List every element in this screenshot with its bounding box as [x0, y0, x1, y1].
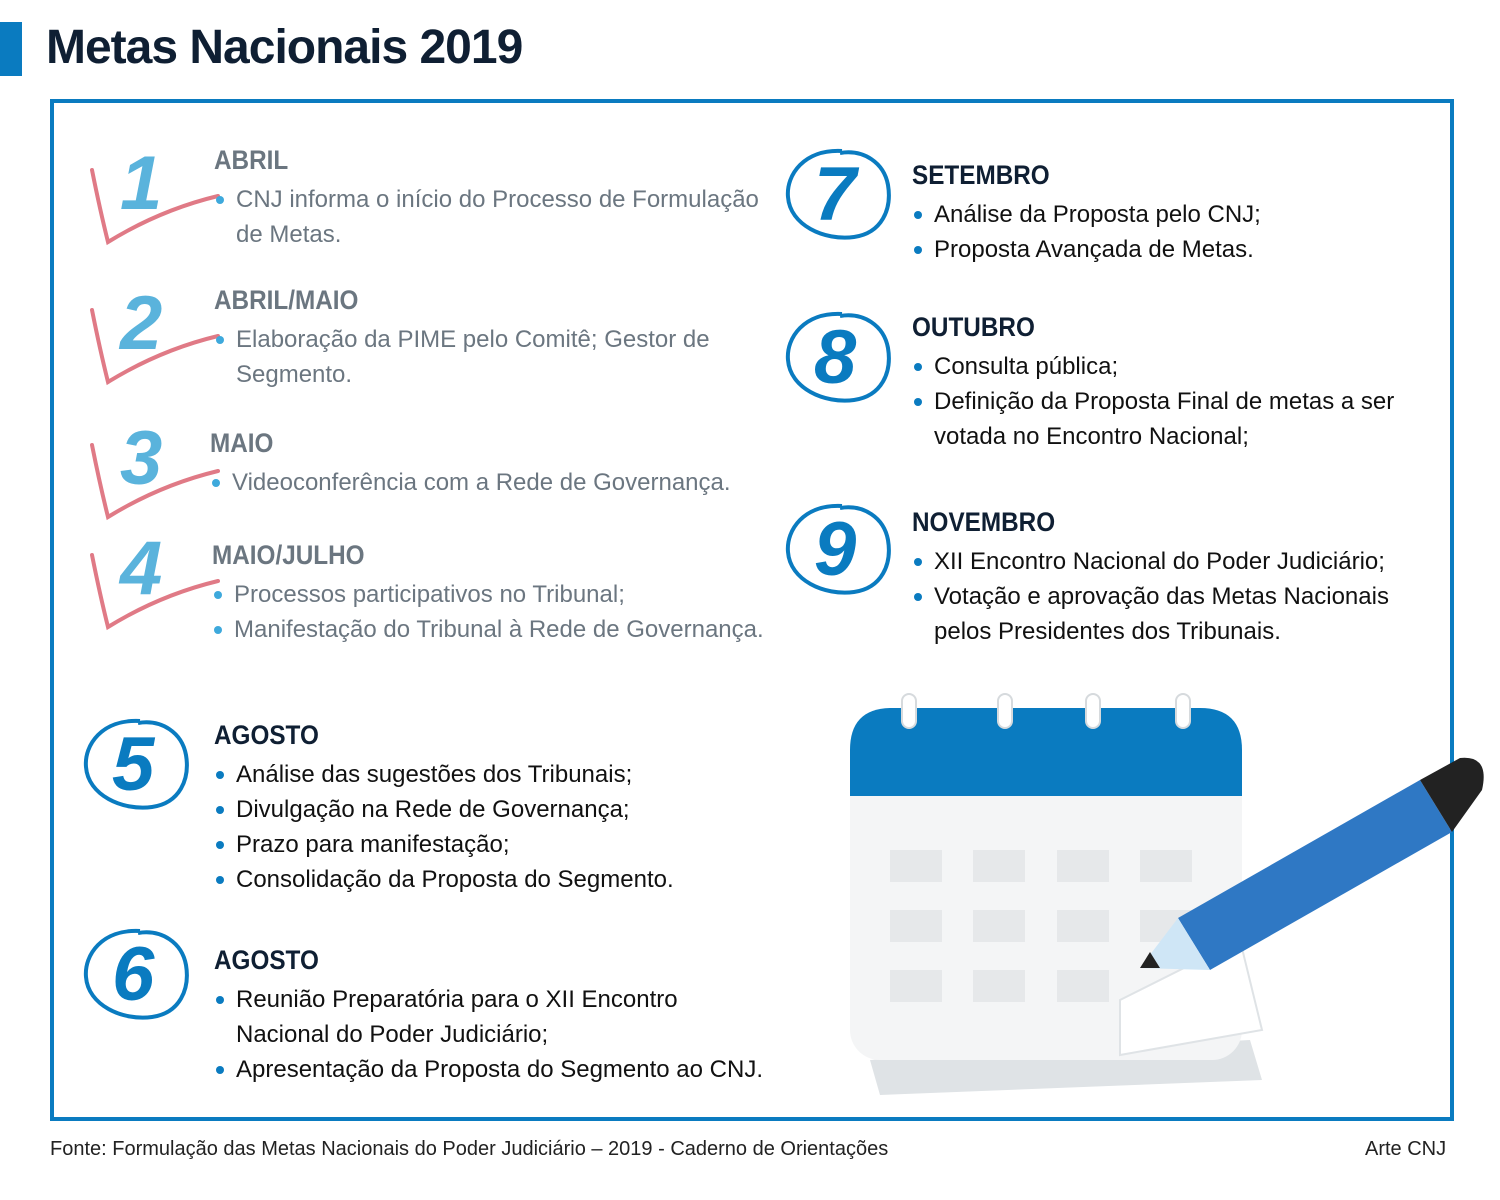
step-number: 1 [120, 141, 163, 226]
step-number-circled: 5 [82, 715, 192, 815]
step-number-checked: 3 [90, 416, 200, 525]
page-title: Metas Nacionais 2019 [46, 21, 523, 74]
timeline-step: SETEMBRO Análise da Proposta pelo CNJ;Pro… [912, 160, 1452, 267]
step-item: Divulgação na Rede de Governança; [214, 792, 774, 827]
step-month: AGOSTO [214, 945, 319, 975]
step-item: Prazo para manifestação; [214, 827, 774, 862]
step-month: ABRIL/MAIO [214, 285, 359, 315]
step-month: OUTUBRO [912, 312, 1035, 342]
step-items: Análise das sugestões dos Tribunais;Divu… [214, 757, 774, 897]
step-item: Consolidação da Proposta do Segmento. [214, 862, 774, 897]
step-number-circled: 6 [82, 925, 192, 1025]
step-item: Análise das sugestões dos Tribunais; [214, 757, 774, 792]
step-items: Análise da Proposta pelo CNJ;Proposta Av… [912, 197, 1452, 267]
calendar-illustration [850, 693, 1484, 1095]
step-items: Reunião Preparatória para o XII Encontro… [214, 982, 774, 1087]
step-number-checked: 2 [90, 281, 200, 390]
step-number: 9 [814, 507, 857, 592]
step-number-circled: 9 [784, 500, 894, 600]
step-number-checked: 4 [90, 526, 200, 635]
step-items: Consulta pública;Definição da Proposta F… [912, 349, 1452, 454]
step-item: XII Encontro Nacional do Poder Judiciári… [912, 544, 1452, 579]
step-item: Apresentação da Proposta do Segmento ao … [214, 1052, 774, 1087]
step-items: CNJ informa o início do Processo de Form… [214, 182, 774, 252]
timeline-step: NOVEMBRO XII Encontro Nacional do Poder J… [912, 507, 1452, 649]
credit: Arte CNJ [1365, 1138, 1447, 1160]
step-number: 5 [112, 722, 155, 807]
step-number: 8 [814, 315, 857, 400]
timeline-step: MAIO Videoconferência com a Rede de Gover… [210, 428, 770, 500]
step-number: 3 [120, 416, 163, 501]
timeline-step: ABRIL CNJ informa o início do Processo de… [214, 145, 774, 252]
step-item: Manifestação do Tribunal à Rede de Gover… [212, 612, 772, 647]
timeline-step: AGOSTO Análise das sugestões dos Tribunai… [214, 720, 774, 897]
step-item: Videoconferência com a Rede de Governanç… [210, 465, 770, 500]
step-item: Consulta pública; [912, 349, 1452, 384]
step-number: 7 [814, 152, 857, 237]
pencil-icon [1140, 757, 1484, 970]
step-item: Processos participativos no Tribunal; [212, 577, 772, 612]
timeline-step: AGOSTO Reunião Preparatória para o XII En… [214, 945, 774, 1087]
step-item: Elaboração da PIME pelo Comitê; Gestor d… [214, 322, 774, 392]
step-month: SETEMBRO [912, 160, 1050, 190]
step-item: Análise da Proposta pelo CNJ; [912, 197, 1452, 232]
timeline-step: ABRIL/MAIO Elaboração da PIME pelo Comitê… [214, 285, 774, 392]
step-item: CNJ informa o início do Processo de Form… [214, 182, 774, 252]
timeline-step: OUTUBRO Consulta pública;Definição da Pro… [912, 312, 1452, 454]
calendar-header [850, 708, 1242, 796]
step-item: Votação e aprovação das Metas Nacionais … [912, 579, 1452, 649]
step-month: AGOSTO [214, 720, 319, 750]
step-item: Reunião Preparatória para o XII Encontro… [214, 982, 774, 1052]
step-number: 2 [120, 281, 163, 366]
step-number-circled: 7 [784, 145, 894, 245]
step-number: 4 [120, 526, 163, 611]
step-item: Definição da Proposta Final de metas a s… [912, 384, 1452, 454]
step-month: MAIO/JULHO [212, 540, 365, 570]
step-item: Proposta Avançada de Metas. [912, 232, 1452, 267]
step-number-circled: 8 [784, 308, 894, 408]
step-items: Elaboração da PIME pelo Comitê; Gestor d… [214, 322, 774, 392]
step-month: ABRIL [214, 145, 289, 175]
step-number-checked: 1 [90, 141, 200, 250]
step-month: MAIO [210, 428, 274, 458]
timeline-step: MAIO/JULHO Processos participativos no Tr… [212, 540, 772, 647]
step-number: 6 [112, 932, 155, 1017]
title-accent-bar [0, 22, 22, 76]
calendar-days [890, 850, 1192, 1002]
step-month: NOVEMBRO [912, 507, 1056, 537]
step-items: Processos participativos no Tribunal;Man… [212, 577, 772, 647]
calendar-body [850, 760, 1242, 1060]
step-items: XII Encontro Nacional do Poder Judiciári… [912, 544, 1452, 649]
step-items: Videoconferência com a Rede de Governanç… [210, 465, 770, 500]
timeline-frame [50, 99, 1454, 1121]
source-note: Fonte: Formulação das Metas Nacionais do… [50, 1138, 889, 1160]
